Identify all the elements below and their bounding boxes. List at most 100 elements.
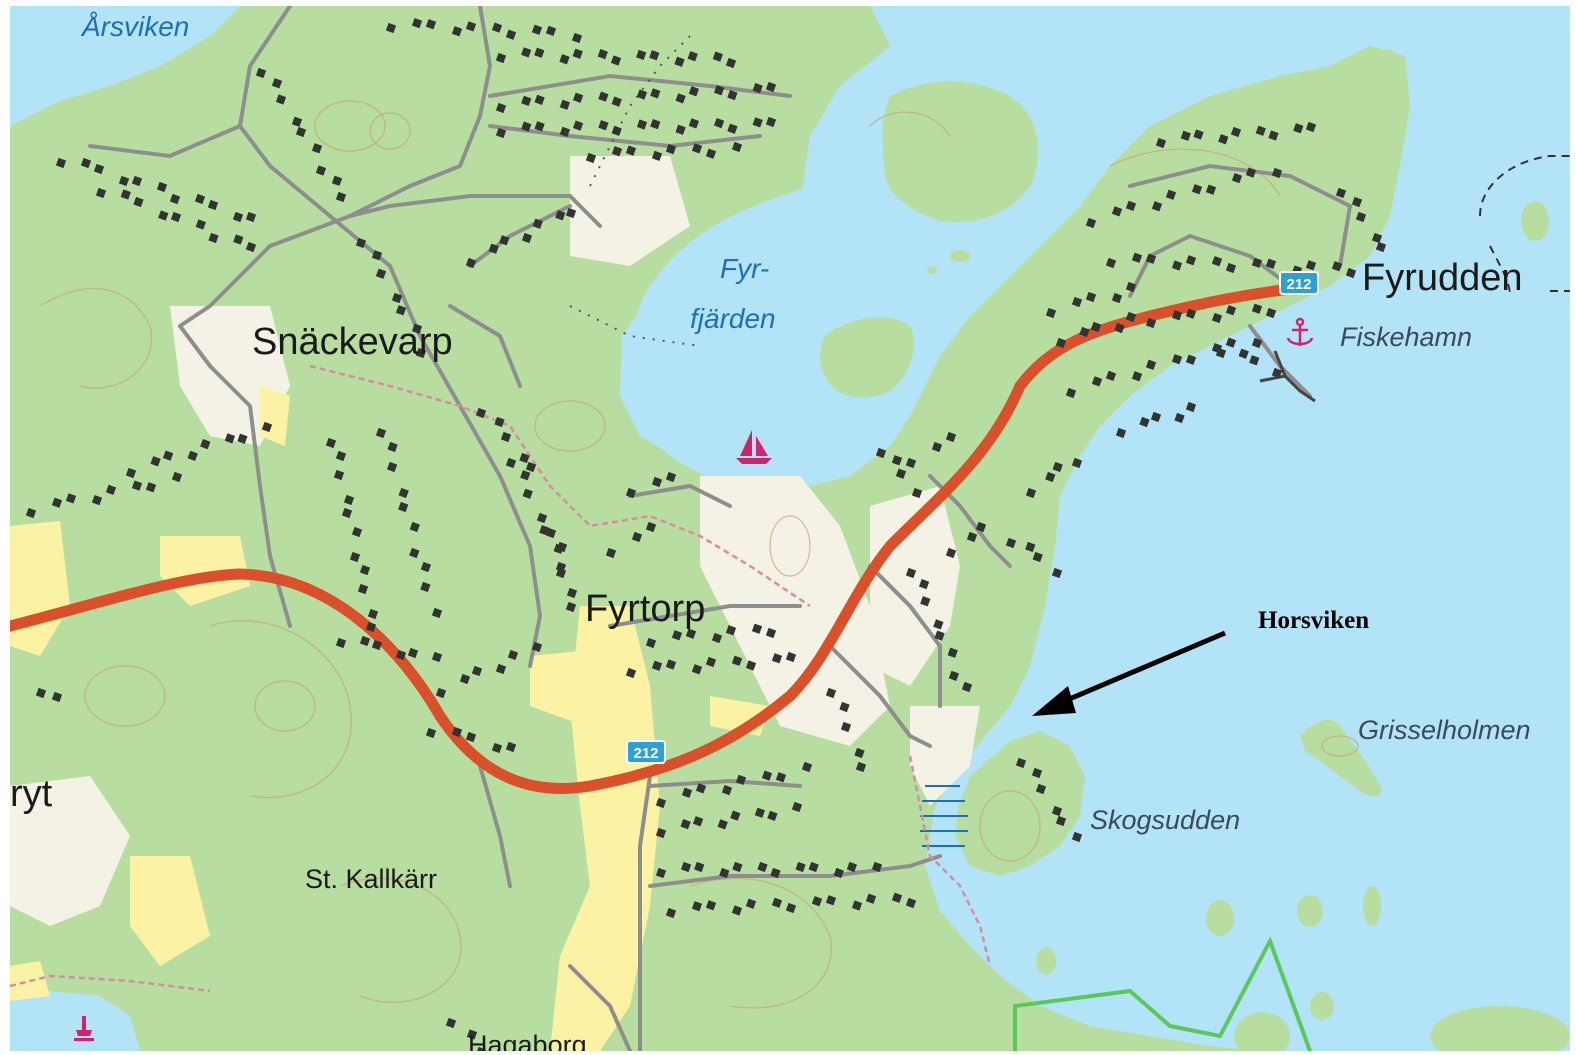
building bbox=[1225, 262, 1237, 274]
building bbox=[731, 141, 743, 153]
grisselholmen-island bbox=[1300, 719, 1382, 797]
building bbox=[1115, 427, 1127, 439]
building bbox=[655, 827, 667, 839]
building bbox=[1211, 256, 1223, 267]
grisselholmen-label: Grisselholmen bbox=[1358, 715, 1531, 745]
building bbox=[1071, 457, 1083, 469]
building bbox=[445, 1017, 457, 1029]
building bbox=[491, 22, 503, 33]
building bbox=[895, 468, 907, 479]
building bbox=[1051, 567, 1063, 579]
building bbox=[1251, 337, 1263, 349]
arsviken-label: Årsviken bbox=[80, 11, 189, 42]
building bbox=[1150, 411, 1162, 423]
building bbox=[534, 121, 545, 132]
building bbox=[695, 783, 707, 794]
building bbox=[1171, 310, 1183, 321]
building bbox=[611, 146, 623, 157]
building bbox=[365, 621, 377, 633]
islet bbox=[882, 81, 1039, 223]
building bbox=[611, 96, 622, 107]
building bbox=[1211, 312, 1223, 324]
building bbox=[375, 427, 387, 439]
building bbox=[555, 210, 566, 221]
building bbox=[721, 784, 733, 796]
building bbox=[545, 527, 557, 539]
building bbox=[731, 905, 743, 916]
building bbox=[757, 861, 768, 873]
building bbox=[719, 867, 730, 879]
footpaths bbox=[10, 364, 992, 993]
building bbox=[105, 484, 117, 496]
building bbox=[752, 117, 763, 128]
building bbox=[208, 232, 219, 244]
building bbox=[459, 673, 471, 685]
hagaborg-label: Hagaborg bbox=[468, 1030, 587, 1051]
building bbox=[1052, 461, 1063, 473]
east-sea bbox=[1400, 6, 1570, 476]
building bbox=[120, 189, 131, 200]
building bbox=[1305, 121, 1317, 133]
building bbox=[717, 819, 728, 830]
building bbox=[522, 488, 533, 499]
building bbox=[1218, 134, 1229, 145]
building bbox=[1185, 401, 1197, 413]
building bbox=[1215, 347, 1227, 359]
building bbox=[335, 637, 347, 649]
building bbox=[1171, 354, 1183, 365]
marsh bbox=[920, 785, 968, 847]
road-shield: 212 bbox=[1279, 271, 1319, 295]
building bbox=[855, 761, 867, 773]
building bbox=[51, 497, 63, 508]
fyrudden-label: Fyrudden bbox=[1362, 257, 1523, 299]
building bbox=[705, 148, 717, 159]
building bbox=[611, 125, 622, 137]
building bbox=[655, 797, 667, 809]
building bbox=[745, 660, 757, 671]
building bbox=[680, 818, 691, 830]
building bbox=[495, 52, 507, 64]
building bbox=[566, 587, 578, 599]
building bbox=[649, 50, 660, 61]
building bbox=[572, 92, 584, 103]
building bbox=[1025, 541, 1036, 553]
building bbox=[713, 117, 725, 129]
building bbox=[1251, 257, 1263, 268]
building bbox=[395, 305, 407, 316]
building bbox=[407, 647, 419, 659]
building bbox=[675, 124, 686, 135]
building bbox=[195, 219, 206, 230]
boundary-line bbox=[1479, 155, 1570, 297]
building bbox=[650, 118, 661, 130]
building bbox=[531, 641, 543, 653]
building bbox=[735, 774, 747, 786]
building bbox=[665, 659, 677, 670]
marina-icon bbox=[74, 1016, 94, 1041]
building bbox=[1071, 831, 1083, 843]
building bbox=[631, 531, 643, 543]
building bbox=[150, 456, 161, 467]
building bbox=[651, 476, 663, 488]
building bbox=[359, 564, 371, 576]
building bbox=[158, 210, 169, 221]
building bbox=[765, 116, 777, 128]
building bbox=[694, 861, 705, 873]
building bbox=[275, 94, 287, 105]
building bbox=[1145, 359, 1157, 370]
building bbox=[1091, 376, 1103, 387]
building bbox=[520, 470, 531, 481]
building bbox=[945, 431, 957, 443]
building bbox=[465, 21, 477, 32]
building bbox=[655, 867, 667, 879]
building bbox=[415, 347, 427, 359]
building bbox=[918, 578, 930, 590]
building bbox=[752, 82, 763, 94]
building bbox=[1051, 805, 1063, 817]
building bbox=[905, 567, 917, 579]
building bbox=[1238, 348, 1249, 359]
building bbox=[933, 619, 944, 630]
building bbox=[488, 243, 499, 254]
building bbox=[559, 54, 570, 65]
islet bbox=[1363, 886, 1381, 926]
building bbox=[534, 94, 545, 106]
